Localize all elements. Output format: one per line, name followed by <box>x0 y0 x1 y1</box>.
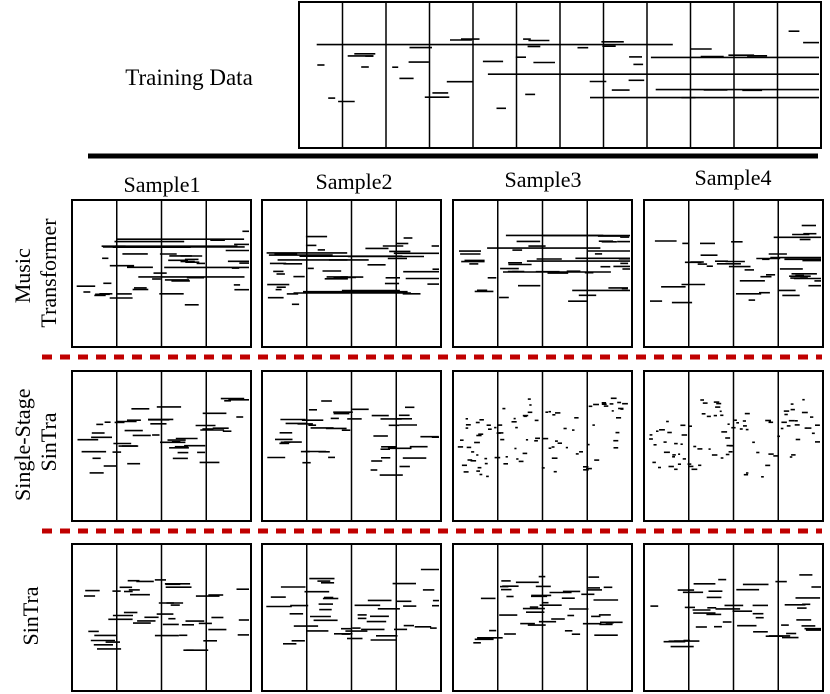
sample-panel <box>261 199 442 348</box>
row-title-line: Transformer <box>36 218 61 328</box>
sample-panel <box>261 543 442 692</box>
sample-panel <box>452 543 633 692</box>
row-title-line: Music <box>10 248 35 303</box>
sample-panel <box>71 199 252 348</box>
training-piano-roll <box>298 1 822 149</box>
sample-panels <box>71 199 824 692</box>
row-title-sintra: SinTra <box>18 586 43 645</box>
row-title-single-stage-sintra: Single-Stage SinTra <box>10 383 61 501</box>
column-title-sample2: Sample2 <box>316 169 393 194</box>
sample-panel <box>71 370 252 522</box>
sample-panel <box>261 370 442 522</box>
row-title-music-transformer: Music Transformer <box>10 218 61 328</box>
row-title-line: Single-Stage <box>10 389 35 501</box>
training-data-label: Training Data <box>125 65 253 90</box>
sample-panel <box>452 370 633 522</box>
column-title-sample1: Sample1 <box>124 172 201 197</box>
column-title-sample3: Sample3 <box>505 167 582 192</box>
sample-panel <box>643 370 824 522</box>
row-title-line: SinTra <box>18 586 43 645</box>
column-title-sample4: Sample4 <box>695 165 772 190</box>
training-data-panel <box>298 1 822 149</box>
sample-panel <box>71 543 252 692</box>
sample-panel <box>643 199 824 348</box>
row-title-line: SinTra <box>36 412 61 471</box>
sample-panel <box>452 199 633 348</box>
sample-panel <box>643 543 824 692</box>
